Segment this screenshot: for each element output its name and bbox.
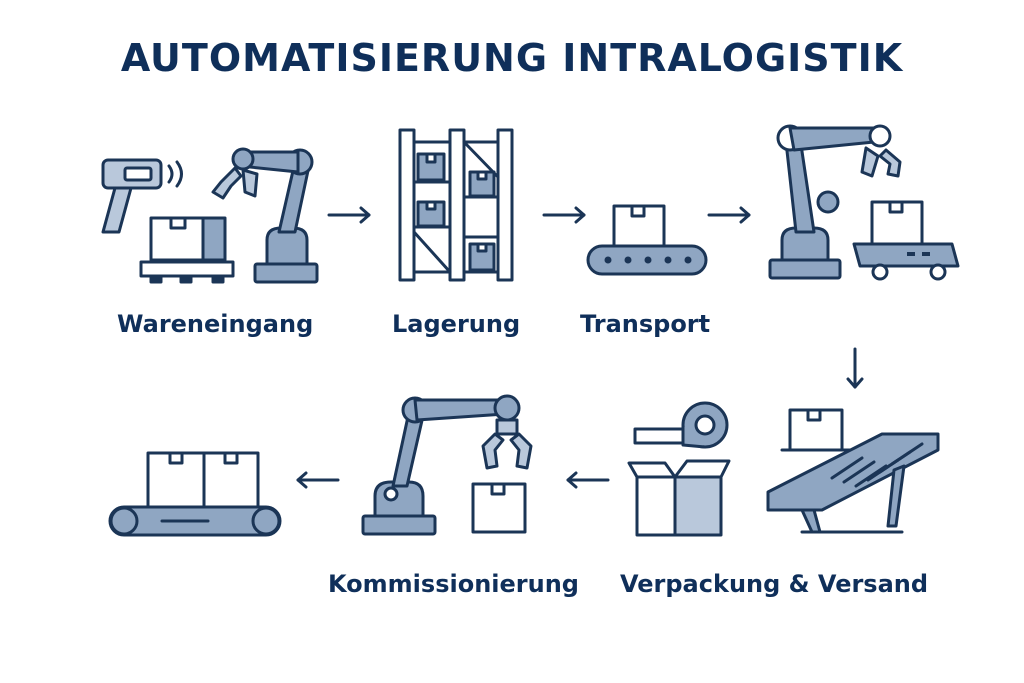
stage-label-lagerung: Lagerung: [392, 310, 521, 338]
arrow-right-icon: [327, 206, 371, 224]
transport-conveyor-illustration: [586, 204, 708, 276]
arrow-left-icon: [566, 471, 610, 489]
conveyor-box-icon: [586, 204, 708, 276]
arrow-right-icon: [707, 206, 751, 224]
stage-label-verpackung-versand: Verpackung & Versand: [620, 570, 929, 598]
open-box-icon: [627, 459, 731, 537]
barcode-scanner-icon: [101, 158, 183, 234]
outbound-conveyor-illustration: [108, 451, 282, 537]
stage-label-wareneingang: Wareneingang: [117, 310, 314, 338]
box-icon: [471, 482, 527, 534]
pallet-boxes-icon: [139, 216, 235, 284]
packaging-illustration: [627, 401, 731, 537]
conveyor-boxes-icon: [108, 451, 282, 537]
robot-agv-illustration: [768, 124, 960, 281]
warehouse-shelf-icon: [398, 128, 514, 282]
arrow-right-icon: [542, 206, 586, 224]
arrow-down-icon: [846, 347, 864, 389]
kommissionierung-illustration: [361, 394, 533, 536]
tape-roll-icon: [633, 401, 729, 449]
robot-arm-icon: [768, 124, 902, 280]
wareneingang-illustration: [101, 147, 319, 284]
robot-arm-icon: [361, 394, 533, 536]
lagerung-shelf-illustration: [398, 128, 514, 282]
agv-cart-icon: [852, 200, 960, 281]
page-title: AUTOMATISIERUNG INTRALOGISTIK: [120, 36, 904, 80]
inclined-conveyor-icon: [766, 408, 940, 534]
arrow-left-icon: [296, 471, 340, 489]
stage-label-transport: Transport: [580, 310, 711, 338]
stage-label-kommissionierung: Kommissionierung: [328, 570, 579, 598]
robot-arm-icon: [211, 147, 319, 284]
ramp-conveyor-illustration: [766, 408, 940, 534]
